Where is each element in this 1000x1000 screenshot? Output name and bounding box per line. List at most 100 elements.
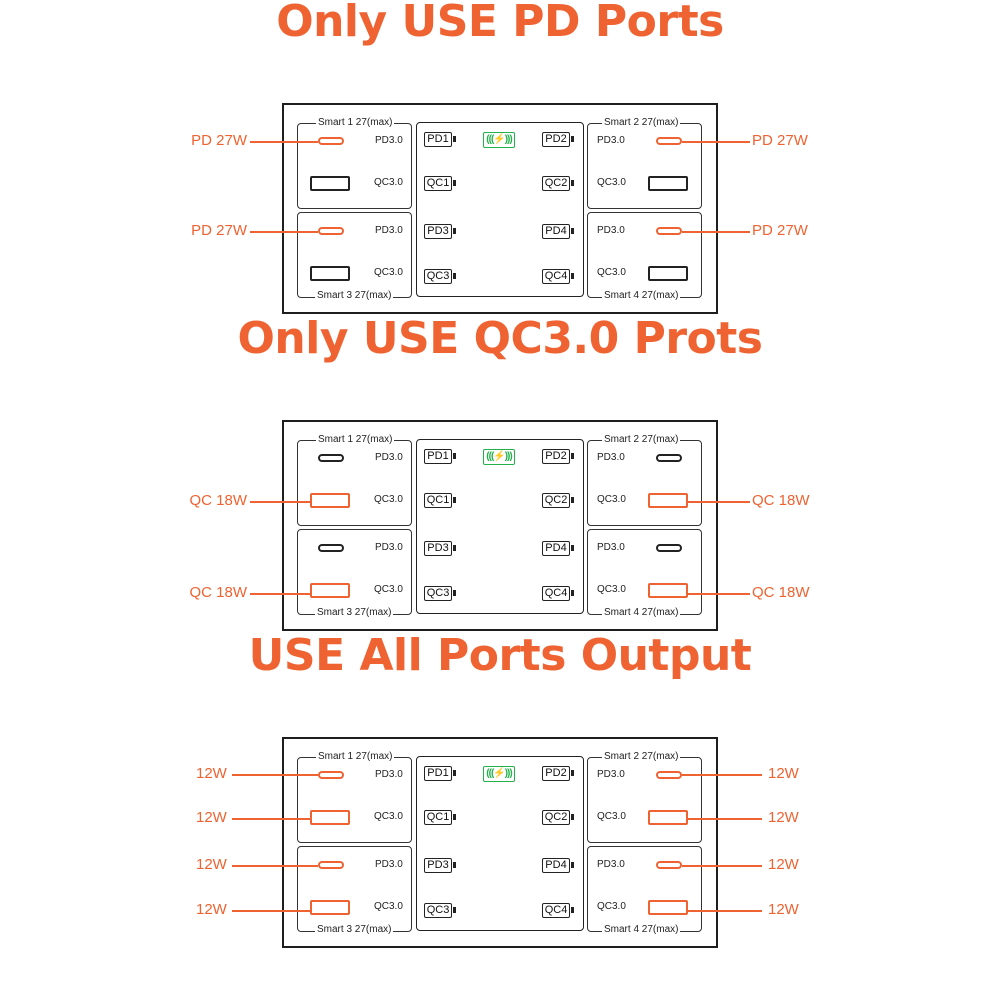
usb-c-port: [656, 137, 682, 145]
callout-line: [250, 593, 310, 595]
callout-line: [232, 910, 310, 912]
battery-indicator-icon: PD3: [424, 224, 456, 239]
smart-group-label: Smart 2 27(max): [602, 117, 681, 129]
left-power-callout: 12W: [196, 856, 227, 873]
usb-c-port: [656, 454, 682, 462]
right-power-callout: 12W: [768, 856, 799, 873]
left-power-callout: PD 27W: [191, 132, 247, 149]
pd-port-label: PD3.0: [375, 769, 403, 780]
pd-port-label: PD3.0: [597, 769, 625, 780]
battery-indicator-icon: QC1: [424, 493, 456, 508]
usb-a-port: [648, 176, 688, 191]
callout-line: [250, 501, 310, 503]
battery-indicator-icon: PD1: [424, 449, 456, 464]
center-display: [416, 122, 584, 297]
battery-indicator-icon: QC2: [542, 176, 574, 191]
right-power-callout: QC 18W: [752, 584, 810, 601]
qc-port-label: QC3.0: [597, 901, 626, 912]
callout-line: [688, 818, 762, 820]
pd-port-label: PD3.0: [597, 542, 625, 553]
smart-group-label: Smart 3 27(max): [315, 290, 394, 302]
callout-line: [682, 774, 762, 776]
callout-line: [682, 231, 750, 233]
left-power-callout: 12W: [196, 809, 227, 826]
battery-indicator-icon: QC3: [424, 269, 456, 284]
callout-line: [250, 231, 318, 233]
qc-port-label: QC3.0: [374, 494, 403, 505]
usb-c-port: [318, 227, 344, 235]
left-power-callout: QC 18W: [189, 492, 247, 509]
pd-port-label: PD3.0: [597, 452, 625, 463]
usb-a-port: [310, 493, 350, 508]
battery-indicator-icon: QC2: [542, 493, 574, 508]
usb-c-port: [656, 861, 682, 869]
qc-port-label: QC3.0: [597, 267, 626, 278]
wireless-charging-icon: (((⚡))): [483, 449, 515, 465]
callout-line: [250, 141, 318, 143]
qc-port-label: QC3.0: [597, 177, 626, 188]
right-power-callout: PD 27W: [752, 132, 808, 149]
usb-a-port: [310, 176, 350, 191]
usb-c-port: [318, 137, 344, 145]
battery-indicator-icon: PD4: [542, 224, 574, 239]
battery-indicator-icon: QC4: [542, 903, 574, 918]
battery-indicator-icon: PD1: [424, 132, 456, 147]
usb-a-port: [310, 900, 350, 915]
callout-line: [682, 141, 750, 143]
battery-indicator-icon: QC4: [542, 586, 574, 601]
smart-group-label: Smart 4 27(max): [602, 290, 681, 302]
usb-a-port: [648, 810, 688, 825]
right-power-callout: 12W: [768, 765, 799, 782]
callout-line: [232, 818, 310, 820]
battery-indicator-icon: QC1: [424, 176, 456, 191]
pd-port-label: PD3.0: [375, 542, 403, 553]
usb-c-port: [656, 227, 682, 235]
battery-indicator-icon: PD3: [424, 541, 456, 556]
usb-a-port: [648, 493, 688, 508]
left-power-callout: 12W: [196, 901, 227, 918]
qc-port-label: QC3.0: [597, 584, 626, 595]
battery-indicator-icon: PD2: [542, 766, 574, 781]
pd-port-label: PD3.0: [597, 225, 625, 236]
right-power-callout: PD 27W: [752, 222, 808, 239]
callout-line: [232, 865, 318, 867]
left-power-callout: QC 18W: [189, 584, 247, 601]
center-display: [416, 756, 584, 931]
usb-a-port: [648, 900, 688, 915]
battery-indicator-icon: PD4: [542, 541, 574, 556]
battery-indicator-icon: QC4: [542, 269, 574, 284]
smart-group-label: Smart 1 27(max): [316, 117, 395, 129]
qc-port-label: QC3.0: [597, 811, 626, 822]
callout-line: [232, 774, 318, 776]
battery-indicator-icon: PD4: [542, 858, 574, 873]
smart-group-label: Smart 3 27(max): [315, 607, 394, 619]
right-power-callout: QC 18W: [752, 492, 810, 509]
qc-port-label: QC3.0: [374, 177, 403, 188]
callout-line: [688, 593, 750, 595]
callout-line: [688, 501, 750, 503]
callout-line: [682, 865, 762, 867]
usb-c-port: [318, 544, 344, 552]
battery-indicator-icon: PD2: [542, 449, 574, 464]
usb-c-port: [656, 771, 682, 779]
qc-port-label: QC3.0: [374, 267, 403, 278]
pd-port-label: PD3.0: [375, 452, 403, 463]
pd-port-label: PD3.0: [375, 225, 403, 236]
pd-port-label: PD3.0: [375, 859, 403, 870]
usb-c-port: [656, 544, 682, 552]
callout-line: [688, 910, 762, 912]
smart-group-label: Smart 2 27(max): [602, 434, 681, 446]
usb-a-port: [648, 583, 688, 598]
right-power-callout: 12W: [768, 901, 799, 918]
smart-group-label: Smart 1 27(max): [316, 751, 395, 763]
section-title: Only USE PD Ports: [276, 0, 724, 47]
usb-c-port: [318, 861, 344, 869]
smart-group-label: Smart 4 27(max): [602, 924, 681, 936]
battery-indicator-icon: QC3: [424, 903, 456, 918]
battery-indicator-icon: PD1: [424, 766, 456, 781]
battery-indicator-icon: QC1: [424, 810, 456, 825]
smart-group-label: Smart 3 27(max): [315, 924, 394, 936]
section-title: Only USE QC3.0 Prots: [237, 313, 763, 364]
